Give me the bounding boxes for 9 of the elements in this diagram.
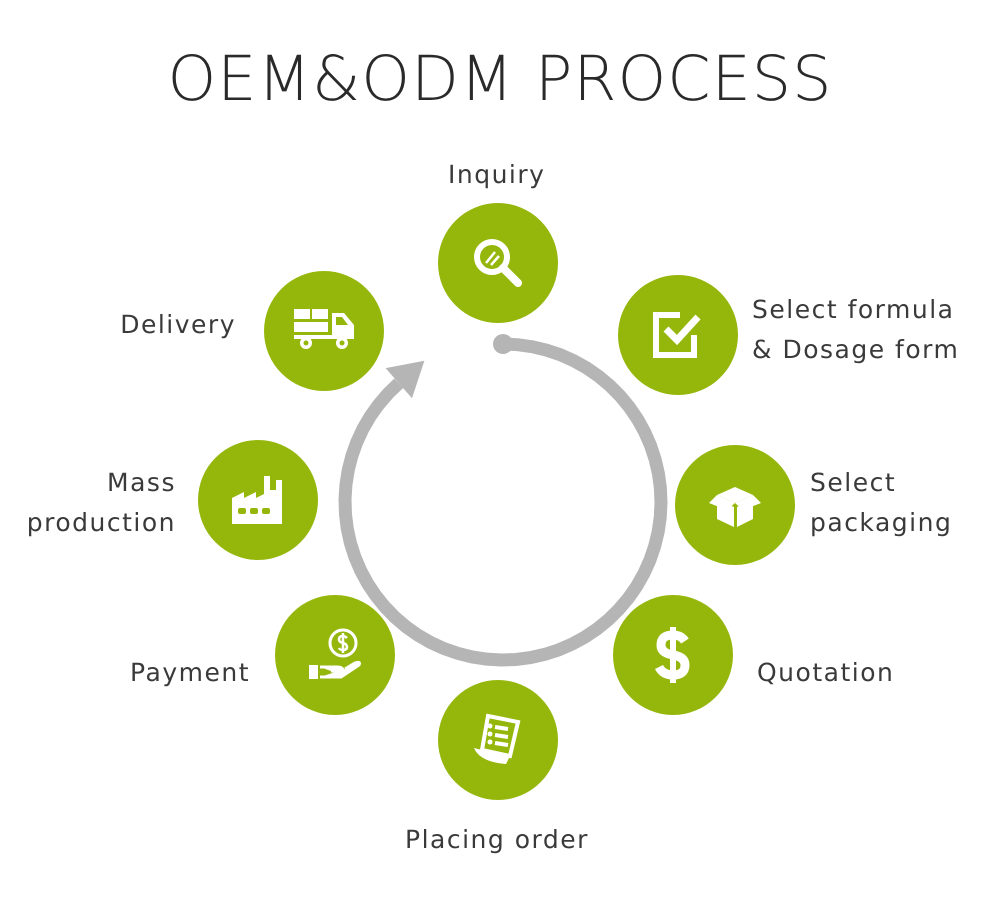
step-label: Delivery [119,309,236,341]
step-label: Payment [129,657,250,689]
step-label: Inquiry [448,159,546,191]
step-label: Placing order [405,824,590,856]
step-label: Mass production [26,467,176,539]
title: OEM&ODM PROCESS [166,42,834,115]
step-label: Select packaging [810,467,954,539]
step-label: Quotation [757,657,896,689]
step-label: Select formula & Dosage form [752,294,960,366]
